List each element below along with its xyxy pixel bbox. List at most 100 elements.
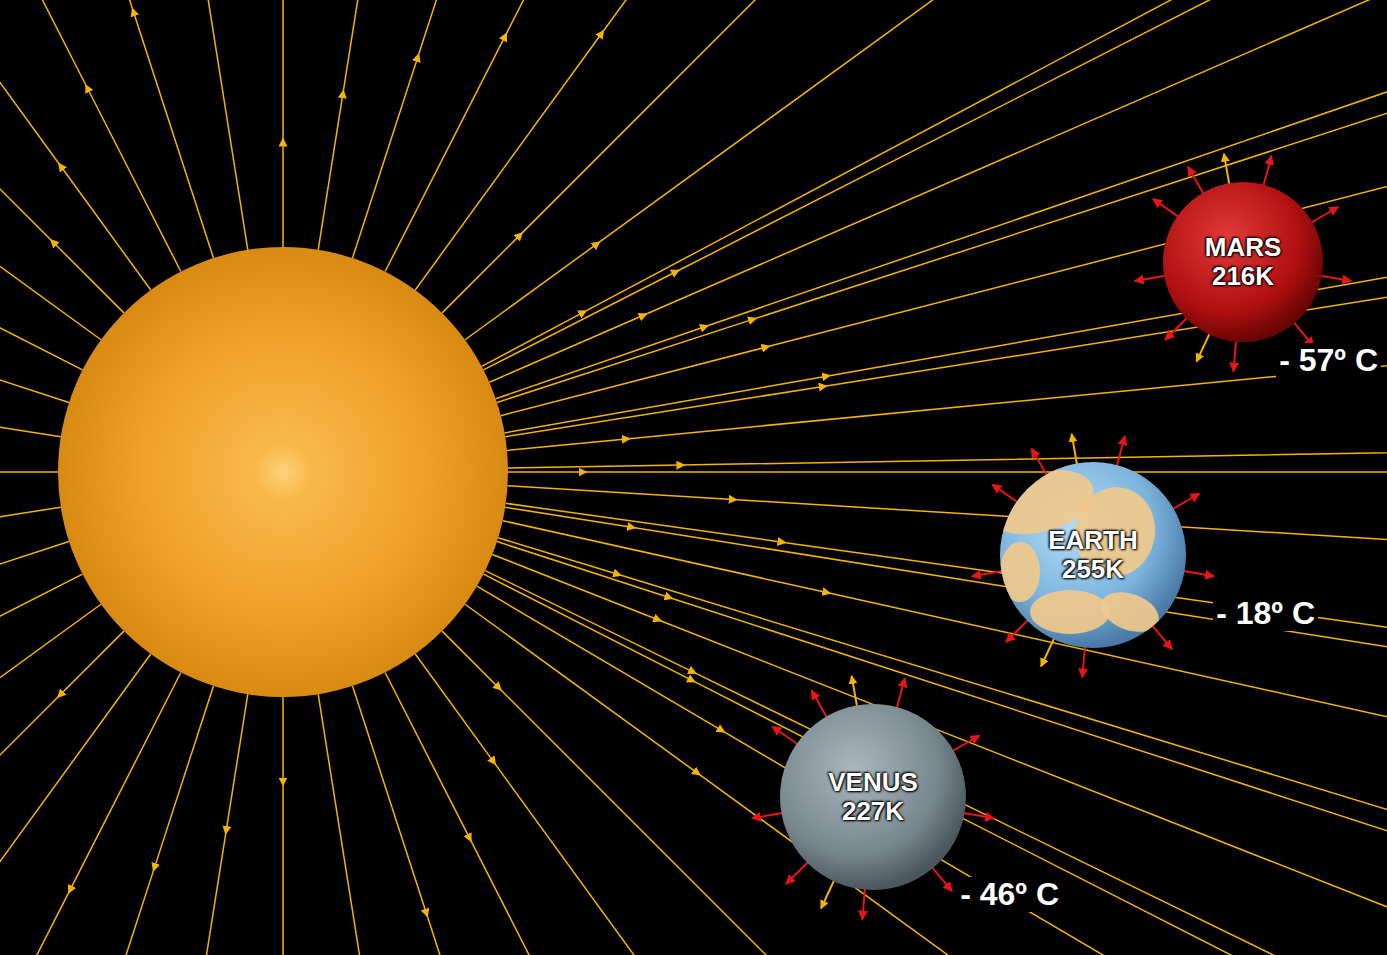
- sun-ray: [318, 694, 549, 955]
- infrared-arrow: [1116, 436, 1125, 469]
- celsius-label: - 18º C: [1213, 596, 1318, 631]
- sun-ray: [17, 694, 248, 955]
- sun-ray: [492, 554, 1387, 955]
- sun-ray: [477, 586, 1387, 955]
- planet-temperature: 255K: [1062, 555, 1124, 584]
- planet-name: MARS: [1205, 233, 1282, 262]
- infrared-arrow: [1006, 618, 1030, 642]
- sun-ray: [0, 672, 181, 955]
- infrared-arrow: [1032, 448, 1049, 477]
- sun-ray: [0, 631, 124, 955]
- land: [1000, 542, 1040, 602]
- sun-ray: [506, 503, 1387, 708]
- infrared-arrow: [862, 886, 865, 920]
- sun-ray: [505, 507, 1387, 738]
- sun-ray: [0, 686, 213, 955]
- planet-circle: MARS216K: [1163, 182, 1323, 342]
- land: [1030, 590, 1110, 634]
- sun-ray: [0, 654, 151, 955]
- sun: [58, 247, 508, 697]
- sun-ray: [465, 0, 1387, 340]
- planet-temperature: 216K: [1212, 262, 1274, 291]
- sun-ray: [489, 0, 1387, 382]
- reflected-arrow: [1224, 154, 1230, 187]
- sun-ray: [353, 686, 809, 955]
- sun-ray: [508, 471, 1387, 473]
- sun-ray: [501, 46, 1387, 415]
- sun-ray: [385, 672, 1055, 955]
- emission-arrows: [752, 154, 1351, 920]
- infrared-arrow: [1165, 316, 1189, 340]
- sun-ray: [482, 0, 1387, 366]
- sun-ray: [465, 604, 1387, 955]
- sun-ray: [508, 486, 1387, 576]
- sun-ray: [442, 0, 1387, 313]
- infrared-arrow: [1318, 275, 1351, 281]
- infrared-arrow: [1082, 644, 1085, 678]
- sun-ray: [497, 0, 1387, 402]
- sun-ray: [353, 0, 809, 258]
- reflected-arrow: [1041, 636, 1055, 667]
- sun-ray: [318, 0, 549, 250]
- sun-ray: [0, 471, 58, 473]
- infrared-arrow: [930, 865, 952, 891]
- sun-ray: [0, 0, 69, 402]
- infrared-arrow: [1233, 338, 1236, 372]
- sun-ray: [442, 631, 1387, 955]
- sun-ray: [483, 0, 1387, 370]
- sun-ray: [282, 697, 284, 955]
- infrared-arrow: [1181, 570, 1214, 576]
- sun-ray: [0, 574, 83, 955]
- planet-surface: [780, 704, 966, 890]
- infrared-arrow: [896, 678, 905, 711]
- infrared-arrow: [752, 812, 785, 818]
- infrared-arrow: [992, 484, 1020, 504]
- infrared-arrow: [1150, 623, 1172, 649]
- sun-ray: [483, 574, 1387, 955]
- infrared-arrow: [1309, 207, 1338, 224]
- sun-ray: [0, 542, 69, 955]
- sun-ray: [0, 0, 151, 290]
- sun-ray: [0, 0, 124, 313]
- sun-ray: [0, 0, 101, 340]
- sun-ray: [415, 654, 1282, 955]
- planet-text-box: EARTH255K: [1000, 462, 1186, 648]
- planet-circle: VENUS227K: [780, 704, 966, 890]
- planet-text-box: MARS216K: [1163, 182, 1323, 342]
- planet-text-box: VENUS227K: [780, 704, 966, 890]
- infrared-arrow: [961, 812, 994, 818]
- continents: [1000, 462, 1164, 639]
- reflected-arrow: [1197, 331, 1211, 362]
- reflected-arrow: [821, 878, 835, 909]
- planet-name: EARTH: [1048, 526, 1138, 555]
- infrared-arrow: [972, 570, 1005, 576]
- infrared-arrow: [812, 690, 829, 719]
- reflected-arrow: [1072, 434, 1078, 467]
- celsius-label: - 46º C: [957, 877, 1062, 912]
- sun-ray: [505, 177, 1387, 433]
- planet-surface: [1163, 182, 1323, 342]
- sun-ray: [0, 0, 213, 258]
- sun-ray: [498, 538, 1387, 955]
- infrared-arrow: [950, 736, 979, 753]
- planet-name: VENUS: [828, 768, 918, 797]
- sun-ray: [497, 542, 1387, 955]
- infrared-arrow: [786, 860, 810, 884]
- sun-ray: [0, 0, 181, 272]
- sun-ray: [0, 604, 101, 955]
- reflected-arrow: [852, 676, 858, 709]
- planet-temperature: 227K: [842, 797, 904, 826]
- sun-ray: [496, 0, 1387, 399]
- infrared-arrow: [1153, 199, 1181, 219]
- infrared-arrow: [1188, 167, 1205, 196]
- sun-ray: [282, 0, 284, 247]
- celsius-label: - 57º C: [1276, 343, 1381, 378]
- sun-ray: [17, 0, 248, 250]
- infrared-arrow: [1170, 494, 1199, 511]
- infrared-arrow: [772, 726, 800, 746]
- sun-ray: [0, 507, 61, 738]
- infrared-arrow: [1263, 156, 1272, 189]
